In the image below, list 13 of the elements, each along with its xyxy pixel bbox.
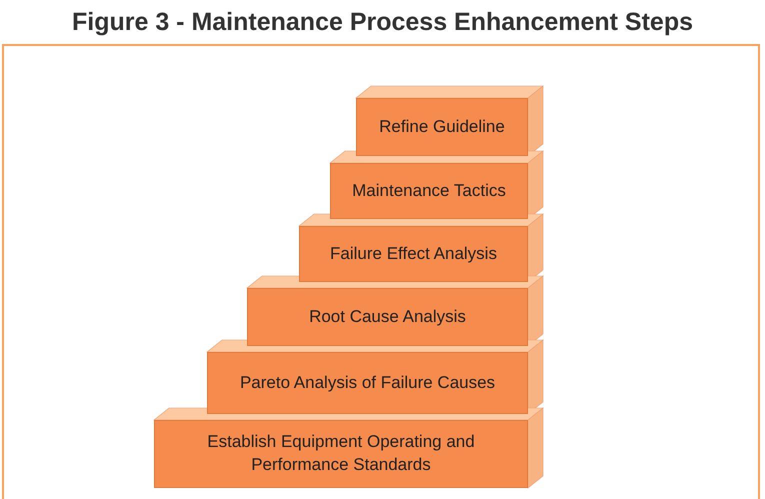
step-block bbox=[356, 98, 528, 156]
step-label: Pareto Analysis of Failure Causes bbox=[238, 372, 496, 394]
step-block bbox=[207, 352, 528, 414]
step-block bbox=[154, 420, 528, 488]
step-label: Maintenance Tactics bbox=[351, 180, 507, 202]
step-block bbox=[299, 226, 528, 282]
step-label: Failure Effect Analysis bbox=[329, 242, 498, 265]
step-label: Establish Equipment Operating and Performance Standards bbox=[206, 431, 476, 476]
figure-title: Figure 3 - Maintenance Process Enhancement Steps bbox=[70, 8, 694, 37]
step-block bbox=[330, 163, 528, 219]
step-block bbox=[247, 288, 528, 346]
step-label: Refine Guideline bbox=[378, 116, 506, 138]
step-label: Root Cause Analysis bbox=[308, 306, 467, 328]
